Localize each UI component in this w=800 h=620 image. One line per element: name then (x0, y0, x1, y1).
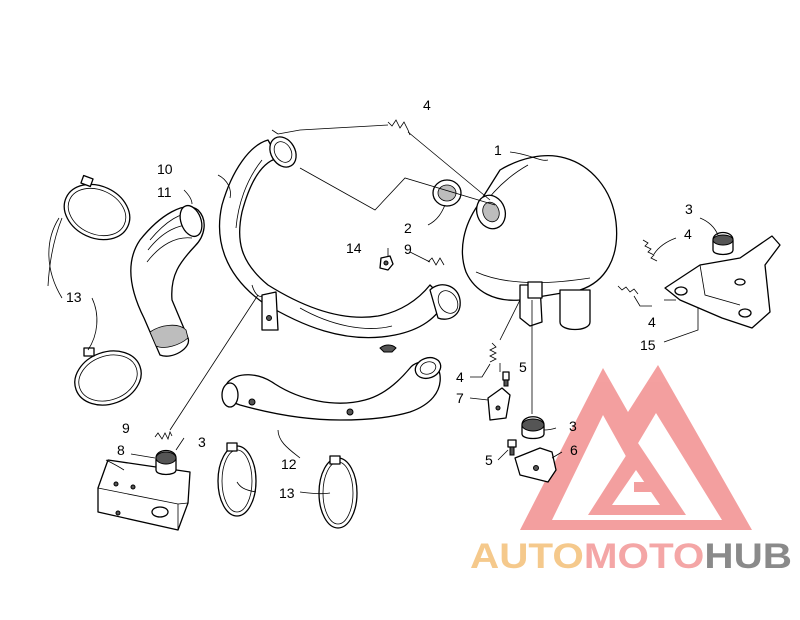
spring-middle (427, 257, 445, 266)
leader-lines (47, 124, 719, 495)
callout-4-top: 4 (423, 97, 431, 113)
callout-11: 11 (157, 184, 172, 200)
callout-13-bottom: 13 (279, 485, 295, 501)
watermark-moto: MOTO (584, 537, 705, 576)
heat-shield-bracket (97, 459, 191, 531)
callout-13-left: 13 (66, 289, 82, 305)
callout-3-left: 3 (198, 434, 206, 450)
grommet-bottom-left (155, 449, 177, 476)
callout-9-left: 9 (122, 420, 130, 436)
spring-mid-left (489, 342, 497, 363)
callout-4-middle: 4 (456, 369, 464, 385)
nut (379, 255, 394, 271)
callout-15: 15 (640, 337, 656, 353)
callout-5-lower: 5 (485, 452, 493, 468)
callout-6: 6 (570, 442, 578, 458)
callout-5-upper: 5 (519, 359, 527, 375)
clamp-bottom-right (318, 455, 358, 529)
watermark-logo (520, 365, 752, 530)
spring-right-lower (617, 285, 639, 295)
lower-bracket (514, 447, 557, 483)
callout-8: 8 (117, 442, 125, 458)
callout-4-bracket: 4 (648, 314, 656, 330)
clamp-bottom-left (217, 442, 257, 517)
bolt-lower (507, 439, 517, 456)
small-bracket (487, 387, 511, 421)
gasket-ring (432, 179, 462, 207)
callouts: 1 2 3 3 3 4 4 4 4 5 5 6 7 8 9 9 10 11 12… (66, 97, 693, 501)
coupler-boot (130, 204, 205, 357)
callout-2: 2 (404, 220, 412, 236)
callout-9-middle: 9 (404, 241, 412, 257)
clamp-lower-left (74, 347, 142, 406)
spring-bottom-left (154, 430, 173, 441)
callout-3-right: 3 (685, 201, 693, 217)
spring-top (387, 119, 411, 136)
callout-3-middle: 3 (569, 418, 577, 434)
callout-7: 7 (456, 390, 464, 406)
muffler (461, 155, 618, 331)
bolt-upper (502, 371, 510, 387)
spring-right-upper (642, 239, 658, 262)
mounting-bracket (664, 231, 781, 329)
callout-14: 14 (346, 240, 362, 256)
clamp-upper-left (63, 174, 131, 241)
grommet-middle (521, 416, 545, 440)
callout-4-right: 4 (684, 226, 692, 242)
callout-10: 10 (157, 161, 173, 177)
watermark-auto: AUTO (470, 537, 584, 576)
callout-12: 12 (281, 456, 297, 472)
header-pipe (218, 136, 461, 353)
callout-1: 1 (494, 142, 502, 158)
tail-pipe (221, 356, 442, 421)
watermark-hub: HUB (704, 537, 792, 576)
